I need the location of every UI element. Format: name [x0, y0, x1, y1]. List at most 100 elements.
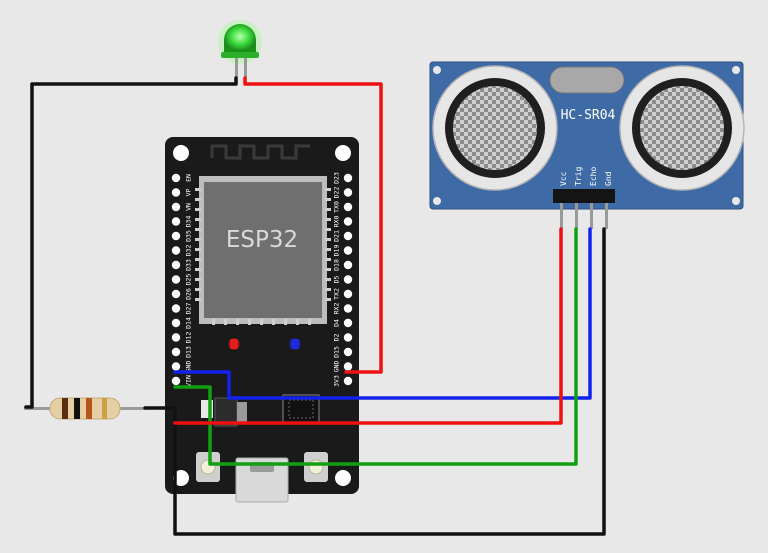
left-pin-vin[interactable]: [171, 376, 181, 386]
sensor-mount-hole: [732, 66, 740, 74]
left-pin-gnd[interactable]: [171, 362, 181, 371]
left-pin-label-gnd: GND: [184, 361, 192, 373]
left-pin-vn[interactable]: [171, 202, 181, 212]
led-anode-leg: [244, 58, 247, 78]
chip-label: ESP32: [226, 227, 298, 253]
left-pin-label-d14: D14: [184, 317, 192, 329]
wire-led-anode-to-d2[interactable]: [243, 76, 383, 374]
left-pin-label-d26: D26: [184, 288, 192, 300]
left-pin-label-d25: D25: [184, 274, 192, 286]
right-pin-label-d2: D2: [332, 334, 340, 342]
hc-sr04-sensor[interactable]: HC-SR04 Vcc Trig Echo Gnd: [429, 61, 745, 229]
right-pin-d2[interactable]: [343, 333, 353, 342]
boot-button[interactable]: [196, 452, 220, 482]
voltage-regulator-tab: [237, 402, 247, 422]
esp32-module: [204, 182, 322, 318]
right-pin-d22[interactable]: [343, 188, 353, 197]
right-pin-d23[interactable]: [343, 173, 353, 183]
antenna-trace: [210, 144, 310, 160]
sensor-pin-labels: Vcc Trig Echo Gnd: [559, 167, 613, 186]
left-pin-vp[interactable]: [171, 188, 181, 197]
resistor-lead: [24, 407, 52, 410]
en-button[interactable]: [304, 452, 328, 482]
right-pin-label-d15: D15: [332, 346, 340, 358]
resistor[interactable]: [24, 397, 146, 420]
sensor-pin[interactable]: [605, 203, 608, 229]
led-rim: [221, 52, 259, 58]
right-pin-rx0[interactable]: [343, 217, 353, 226]
wire-d13-to-trig[interactable]: [173, 227, 578, 466]
sensor-pin[interactable]: [575, 203, 578, 229]
sensor-mount-hole: [433, 197, 441, 205]
right-pin-3v3[interactable]: [343, 376, 353, 386]
usb-uart-chip-pins: [288, 399, 314, 419]
sensor-crystal: [549, 66, 625, 94]
right-pin-rx2[interactable]: [343, 304, 353, 313]
left-pin-label-d33: D33: [184, 259, 192, 271]
board-mount-hole: [335, 145, 351, 161]
sensor-pin-echo: Echo: [589, 167, 598, 186]
right-pin-d19[interactable]: [343, 246, 353, 255]
led-cathode-leg: [235, 58, 238, 78]
right-pin-d4[interactable]: [343, 318, 353, 328]
left-pin-d25[interactable]: [171, 275, 181, 284]
board-mount-hole: [173, 470, 189, 486]
transmitter-transducer: [432, 65, 558, 191]
sensor-mount-hole: [433, 66, 441, 74]
sensor-pin-trig: Trig: [574, 167, 583, 186]
right-pin-label-gnd: GND: [332, 361, 340, 373]
left-pin-d33[interactable]: [171, 260, 181, 270]
left-pin-d14[interactable]: [171, 318, 181, 328]
right-pin-label-d23: D23: [332, 172, 340, 184]
right-pin-label-d21: D21: [332, 230, 340, 242]
sensor-pin[interactable]: [560, 203, 563, 229]
left-pin-d26[interactable]: [171, 289, 181, 299]
wire-led-cathode-to-resistor[interactable]: [24, 76, 238, 409]
right-pin-label-rx0: RX0: [332, 216, 340, 228]
wire-d12-to-echo[interactable]: [173, 227, 592, 400]
right-pin-label-d18: D18: [332, 259, 340, 271]
power-led: [230, 339, 238, 349]
left-pin-label-vin: VIN: [184, 375, 192, 387]
module-castellations: [195, 188, 331, 325]
right-pin-tx2[interactable]: [343, 289, 353, 299]
left-pin-label-vp: VP: [184, 189, 192, 197]
wire-vin-to-vcc[interactable]: [173, 227, 563, 425]
left-pin-d35[interactable]: [171, 231, 181, 241]
right-pin-label-d22: D22: [332, 187, 340, 199]
right-pin-label-tx0: TX0: [332, 201, 340, 213]
right-pin-gnd[interactable]: [343, 362, 353, 371]
sensor-mount-hole: [732, 197, 740, 205]
right-pin-header: D23D22TX0RX0D21D19D18D5TX2RX2D4D2D15GND3…: [332, 172, 353, 387]
right-pin-label-tx2: TX2: [332, 288, 340, 300]
left-pin-label-d12: D12: [184, 332, 192, 344]
right-pin-d18[interactable]: [343, 260, 353, 270]
wire-gnd-to-sensor-gnd[interactable]: [143, 227, 606, 536]
right-pin-d15[interactable]: [343, 347, 353, 357]
left-pin-d12[interactable]: [171, 333, 181, 342]
left-pin-label-d34: D34: [184, 216, 192, 228]
left-pin-label-d27: D27: [184, 303, 192, 315]
board-mount-hole: [173, 145, 189, 161]
left-pin-d13[interactable]: [171, 347, 181, 357]
right-pin-d5[interactable]: [343, 275, 353, 284]
right-pin-label-d5: D5: [332, 276, 340, 284]
left-pin-label-en: EN: [184, 174, 192, 182]
left-pin-label-vn: VN: [184, 203, 192, 211]
left-pin-d32[interactable]: [171, 246, 181, 255]
left-pin-en[interactable]: [171, 173, 181, 183]
sensor-header: [553, 189, 615, 203]
esp32-board[interactable]: ESP32 ENVPVND34D35D32D33D25D26D27D14D12D…: [165, 137, 359, 503]
sensor-pin[interactable]: [590, 203, 593, 229]
right-pin-d21[interactable]: [343, 231, 353, 241]
left-pin-d27[interactable]: [171, 304, 181, 313]
sensor-label: HC-SR04: [561, 108, 616, 123]
right-pin-tx0[interactable]: [343, 202, 353, 212]
right-pin-label-3v3: 3V3: [332, 375, 340, 387]
left-pin-label-d35: D35: [184, 230, 192, 242]
green-led[interactable]: [218, 20, 262, 78]
resistor-band-tolerance: [102, 398, 107, 419]
left-pin-d34[interactable]: [171, 217, 181, 226]
micro-usb-port[interactable]: [235, 457, 289, 503]
